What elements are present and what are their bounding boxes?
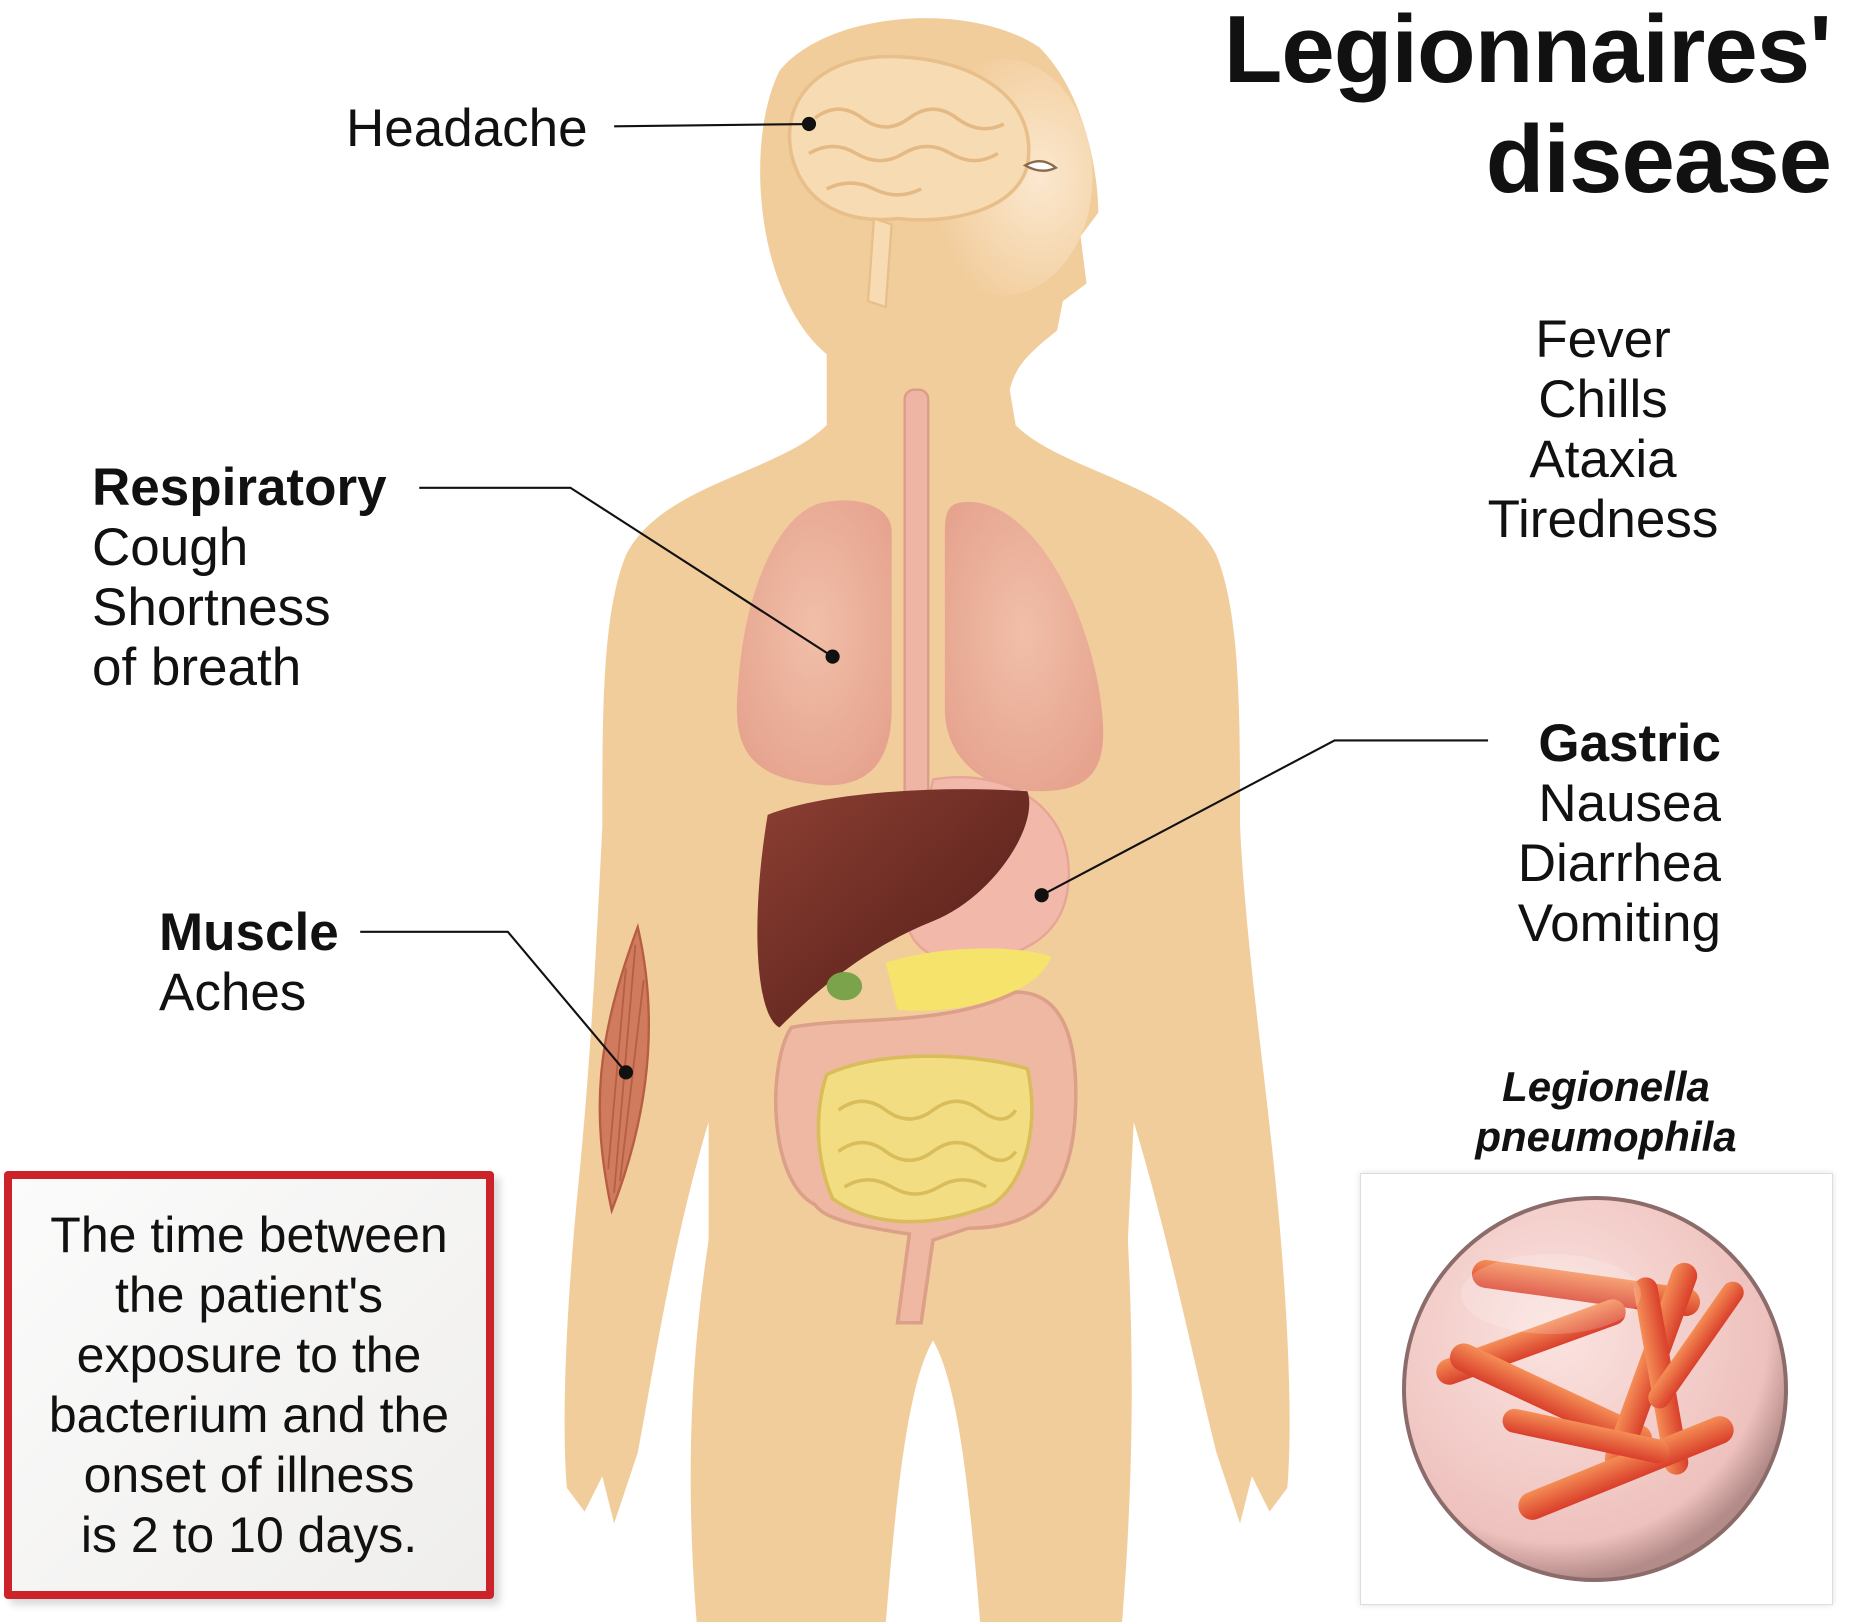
info-line: exposure to the [76,1327,422,1383]
info-line: The time between [50,1207,448,1263]
incubation-info-box: The time between the patient's exposure … [4,1171,494,1599]
bacterium-species: pneumophila [1475,1113,1737,1160]
gallbladder [826,971,863,1001]
bacterium-label: Legionella pneumophila [1406,1062,1806,1162]
pancreas [885,948,1052,1011]
symptom-item: Diarrhea [1517,834,1721,893]
symptom-item: Ataxia [1529,430,1677,489]
muscle-group: Muscle Aches [159,903,339,1023]
brain-icon [787,54,1031,222]
right-lung [944,501,1104,792]
symptom-item: Aches [159,963,307,1022]
eye-icon [1022,160,1058,172]
bacteria-image [1360,1173,1833,1605]
symptom-item: Vomiting [1517,894,1721,953]
symptom-item: Tiredness [1487,490,1719,549]
respiratory-dot [825,649,840,664]
muscle-leader-line [360,930,627,1074]
bacteria-rods [1436,1259,1744,1520]
muscle-heading: Muscle [159,903,339,962]
info-line: onset of illness [83,1447,415,1503]
info-line: the patient's [114,1267,384,1323]
symptom-item: Fever [1535,310,1671,369]
symptom-item: Shortness [92,578,331,637]
headache-dot [801,116,817,132]
symptom-item: Chills [1538,370,1668,429]
gastric-group: Gastric Nausea Diarrhea Vomiting [1518,714,1721,954]
petri-dish [1402,1196,1788,1582]
gastric-leader-line [1041,739,1489,897]
headache-label: Headache [346,99,588,158]
general-symptoms-list: Fever Chills Ataxia Tiredness [1453,310,1753,550]
leader-lines [360,122,1489,1074]
small-intestine [816,1054,1034,1224]
info-line: bacterium and the [48,1387,450,1443]
info-line: is 2 to 10 days. [80,1507,418,1563]
respiratory-group: Respiratory Cough Shortness of breath [92,458,387,698]
liver [757,789,1030,1028]
left-lung [736,500,892,786]
symptom-item: Nausea [1538,774,1721,833]
trachea [903,388,930,817]
respiratory-leader-line [419,486,834,658]
bacterium-genus: Legionella [1502,1063,1710,1110]
title-line1: Legionnaires' [1223,0,1832,103]
respiratory-heading: Respiratory [92,458,387,517]
symptom-item: of breath [92,638,302,697]
title-line2: disease [1485,106,1832,213]
muscle-dot [618,1065,634,1080]
gastric-dot [1034,888,1049,903]
gastric-heading: Gastric [1538,714,1721,773]
headache-leader-line [614,122,809,128]
symptom-item: Cough [92,518,249,577]
